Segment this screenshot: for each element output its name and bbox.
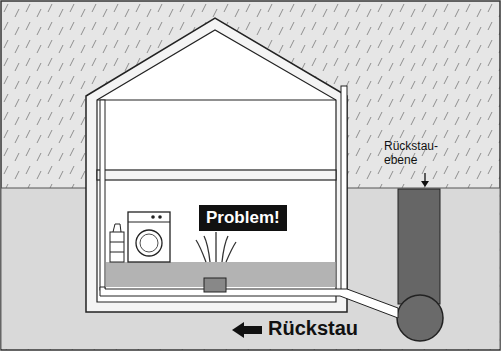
house-wall [86,18,347,312]
floor-slab [97,170,336,180]
attic-floor [97,99,336,100]
sewer-main [397,295,443,341]
problem-box: Problem! [199,205,287,231]
ground [2,188,500,349]
downpipe [341,86,347,291]
inner-pipe [100,100,105,290]
rack [110,232,124,262]
backflow-label: Rückstau [268,317,358,340]
splash [196,232,236,262]
level-label: Rückstau- ebene [384,140,450,168]
sewer-shaft [398,189,440,304]
washing-machine [128,212,170,262]
backflow-arrow [232,322,262,338]
node-text: Problem! [206,208,280,228]
floor-drain [204,278,226,292]
drain-pipe [100,287,398,318]
house-interior [97,30,336,302]
